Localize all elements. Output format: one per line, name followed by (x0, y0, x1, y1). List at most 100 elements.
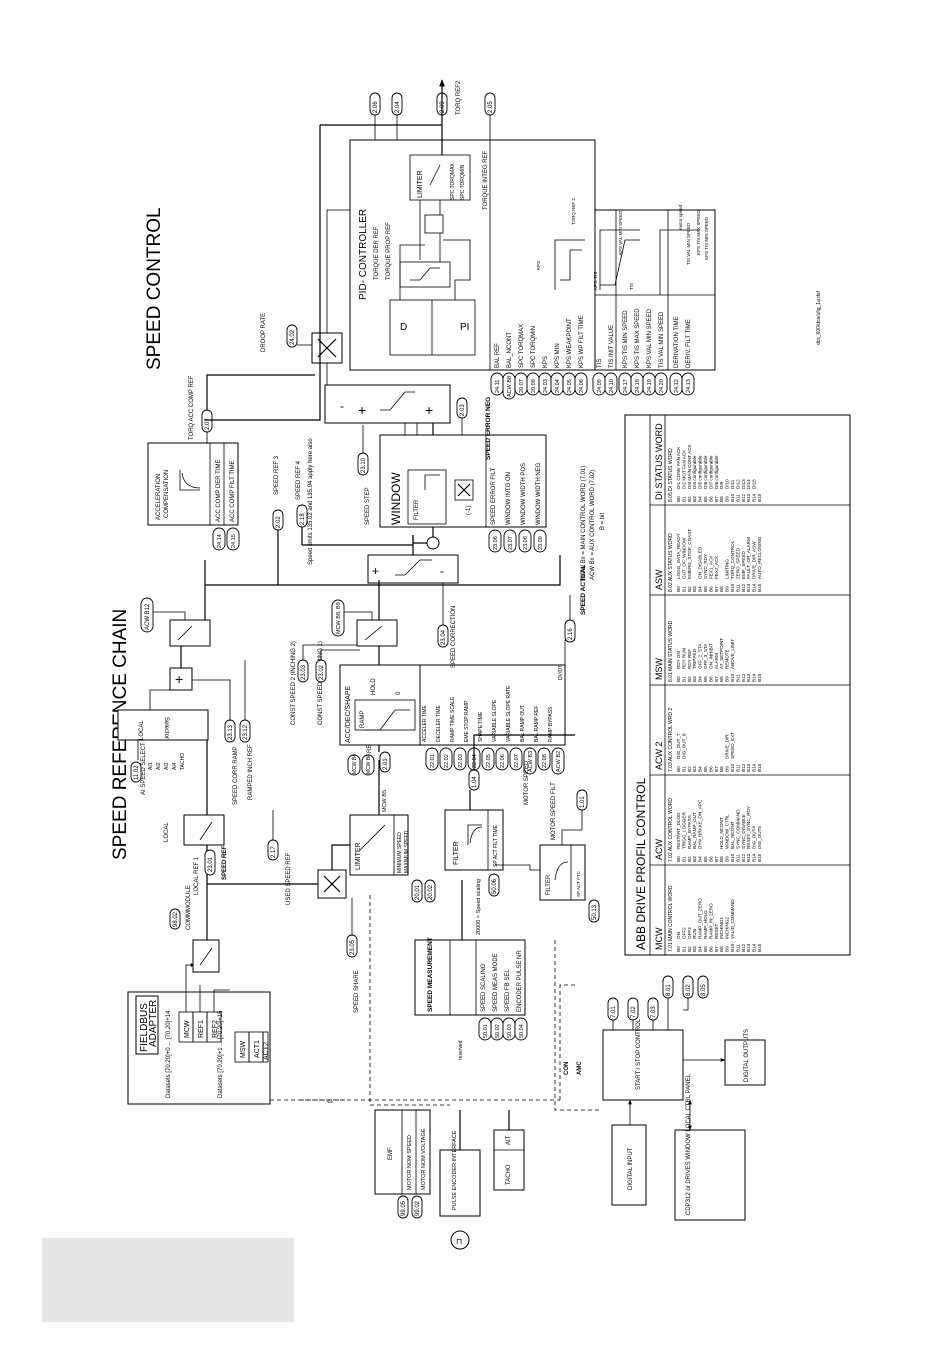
di-bit-name-10: DI11 (730, 479, 735, 489)
ramp-pill-3: 22.03 (458, 754, 464, 768)
acw-bit-name-10: BAL_NCONT (730, 821, 735, 849)
asw-bit-name-13: FAULT_OR_ALARM (746, 537, 751, 579)
speed-meas-param-1: SPEED SCALING (481, 963, 487, 1012)
pill-2-16-text: 2.16 (568, 628, 574, 640)
speed-ref-label: SPEED REF (222, 846, 228, 880)
speed-share-label: SPEED SHARE (354, 970, 360, 1013)
acw2-bit-8: B8 (719, 766, 724, 772)
digital-input-label: DIGITAL INPUT (628, 1147, 634, 1190)
kps-tis-graphs: TORQ REF 2 KPS KPS, TIS KPS VAL MIN SPEE… (536, 198, 709, 295)
pid-title: PID- CONTROLLER (358, 209, 369, 300)
pill-1-04-text: 1.04 (472, 776, 478, 788)
ramp-pill-10: ACW B2 (556, 751, 562, 772)
di-bit-name-7: DI8 configurable (714, 455, 719, 489)
asw-bit-name-1: OUT_OF_WINDOW (681, 537, 686, 579)
asw-bit-3: B3 (692, 586, 697, 592)
speed-error-neg-label: SPEED ERROR NEG (485, 397, 492, 460)
ramp-pill-5: 22.05 (486, 754, 492, 768)
ramp-param-5: SHAPE TIME (478, 711, 484, 742)
panel-label: CDP312 or DRIVES WINDOW LOCAL CTRL PANEL (686, 1074, 692, 1215)
asw-bit-9: B9 (725, 586, 730, 592)
limiter-ref-min: MAXIMUM SPEED (404, 830, 410, 873)
pid-param-15: DERIVATION TIME (674, 316, 680, 368)
ramp-pill-7: 22.07 (514, 754, 520, 768)
acw2-bit-name-1: DIG_OUT_8 (681, 733, 686, 759)
msw-bit-10: B10 (730, 673, 735, 682)
ramp-pill-9: 22.08 (542, 754, 548, 768)
reg-act1: ACT1 (254, 1040, 261, 1058)
speed-scaling-note: 20000 = Speed scaling (476, 879, 482, 935)
acw-bit-name-15: DIG_OUT5 (757, 826, 762, 849)
pid-param-1: BAL REF (495, 343, 501, 368)
asw-bit-14: B14 (752, 583, 757, 592)
pill-8-05: 8.05 (701, 984, 707, 996)
mcw-bit-name-4: RAMP_OUT_ZERO (698, 898, 703, 939)
pill-24-02-text: 24.02 (290, 329, 296, 345)
datasets-bottom: Datasets [70.20]+1 ... [70.20]+15 (218, 1010, 224, 1098)
speed-meas-param-3: SPEED FB SEL (505, 969, 511, 1012)
asw-bit-name-7: FEX2_ACK (714, 555, 719, 579)
con-label: CON (564, 1062, 570, 1075)
msw-bit-name-9: REMOTE (725, 649, 730, 669)
speed-corr-ramp-label: SPEED CORR RAMP (233, 746, 239, 805)
acw-bit-name-1: TRIGG_LOGGER (681, 812, 686, 849)
mcw-bit-11: B11 (735, 944, 740, 952)
msw-sub-label: 8.01 MAIN STATUS WORD (668, 620, 674, 682)
pill-20-02-text: 20.02 (428, 884, 434, 900)
limiter-ref-block: LIMITER MINIMUM SPEED MAXIMUM SPEED (349, 814, 410, 876)
acw-bit-name-0: RESTART_DLOG (676, 812, 681, 849)
msw-bit-12: B12 (741, 673, 746, 682)
pill-8-01: 8.01 (666, 984, 672, 996)
acw2-bit-13: B13 (746, 763, 751, 772)
window-block: WINDOW FILTER (-1) SPEED ERROR FILT WIND… (379, 434, 547, 528)
pid-param-7: KPS WEAKPOINT (567, 318, 573, 368)
acw2-bit-11: B11 (735, 764, 740, 772)
acw2-bit-15: B15 (757, 763, 762, 772)
torq-ref2-small: TORQ REF 2 (571, 198, 576, 225)
pid-pill-7: 24.05 (567, 379, 573, 393)
di-bit-2: B2 (687, 496, 692, 502)
pid-d: D (400, 322, 407, 333)
sum3-plus-1: + (358, 402, 366, 418)
minus-one-label: (-1) (466, 506, 472, 515)
di-bit-9: B9 (725, 496, 730, 502)
used-speed-ref-label: USED SPEED REF (286, 852, 292, 905)
window-param-4: WINDOW WIDTH NEG (536, 462, 542, 525)
asw-bit-name-10: TORQ_CONTROL (730, 540, 735, 579)
sum2-plus: + (372, 564, 379, 578)
pid-pill-3: 20.07 (519, 379, 525, 393)
asw-bit-name-15: AUTO_RECLOSING (757, 536, 762, 579)
speed-measurement-block: SPEED MEASUREMENT SPEED SCALING SPEED ME… (414, 937, 526, 1016)
acw2-bit-1: B1 (681, 766, 686, 772)
speed-correction-label: SPEED CORRECTION (451, 606, 457, 668)
msw-header: MSW (654, 658, 664, 681)
di-bit-7: B7 (714, 496, 719, 502)
pill-23-03-text: 23.03 (301, 664, 307, 680)
window-pill-2: 23.07 (508, 536, 514, 550)
msw-bit-name-0: RDY ON (676, 651, 681, 669)
msw-bit-name-7: ALARM (714, 653, 719, 669)
sum3-plus-2: + (425, 402, 433, 418)
asw-bit-0: B0 (676, 586, 681, 592)
ait-label: AIT (506, 1135, 512, 1145)
ai-speed-select-label: AI SPEED SELECT (141, 742, 147, 795)
asw-bit-2: B2 (687, 586, 692, 592)
mcw-bit-name-6: RAMP_IN_ZERO (708, 903, 713, 939)
window-pill-1: 23.06 (493, 536, 499, 550)
pid-pill-6: 24.04 (555, 379, 561, 393)
di-bit-name-12: DI13 (741, 479, 746, 489)
di-bit-name-14: DI15 (752, 479, 757, 489)
limiter-ref-max: MINIMUM SPEED (397, 832, 403, 873)
pill-2-04-text: 2.04 (395, 101, 401, 113)
di-bit-0: B0 (676, 496, 681, 502)
torque-der-ref: TORQUE DER REF (374, 226, 380, 280)
pill-50-01: 50.01 (483, 1024, 489, 1038)
mcw-bit-9: B9 (725, 946, 730, 952)
msw-bit-8: B8 (719, 676, 724, 682)
di-bit-11: B11 (735, 494, 740, 502)
asw-bit-4: B4 (698, 586, 703, 592)
reserved-label: reserved (458, 1040, 464, 1060)
pill-7-01: 7.01 (611, 1006, 617, 1018)
acw-bit-6: B6 (708, 856, 713, 862)
